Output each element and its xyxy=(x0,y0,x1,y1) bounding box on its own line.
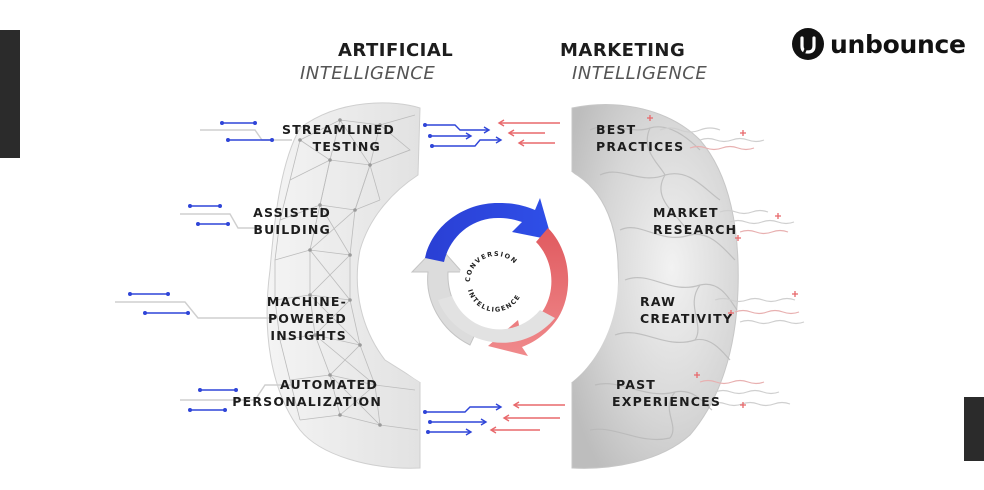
right-item-line2: RESEARCH xyxy=(653,222,738,237)
center-circuit-arrows xyxy=(423,119,565,436)
left-item-automated-personalization: AUTOMATED PERSONALIZATION xyxy=(230,376,382,410)
right-edge-bar xyxy=(964,397,984,461)
left-item-line2: BUILDING xyxy=(253,222,331,237)
left-mesh-hemisphere xyxy=(266,102,421,469)
left-item-line1: ASSISTED xyxy=(253,205,331,220)
center-label-line1: CONVERSION xyxy=(464,250,520,282)
center-label-line2: INTELLIGENCE xyxy=(466,288,522,314)
right-item-past-experiences: PAST EXPERIENCES xyxy=(612,376,732,410)
unbounce-logo[interactable]: unbounce xyxy=(790,24,966,64)
left-heading-line1: ARTIFICIAL xyxy=(338,40,454,61)
conversion-cycle-arrows xyxy=(410,198,569,356)
right-heading-line2: INTELLIGENCE xyxy=(572,63,708,84)
left-item-line2: PERSONALIZATION xyxy=(232,394,382,409)
right-heading-line1: MARKETING xyxy=(560,40,686,61)
right-item-best-practices: BEST PRACTICES xyxy=(596,121,716,155)
left-heading: ARTIFICIAL INTELLIGENCE xyxy=(300,40,454,84)
right-item-line1: BEST xyxy=(596,122,637,137)
right-item-line1: MARKET xyxy=(653,205,719,220)
right-item-line2: PRACTICES xyxy=(596,139,685,154)
left-item-streamlined-testing: STREAMLINED TESTING xyxy=(250,121,395,155)
left-heading-line2: INTELLIGENCE xyxy=(300,63,436,84)
right-item-line1: RAW xyxy=(640,294,677,309)
right-item-raw-creativity: RAW CREATIVITY xyxy=(640,293,750,327)
left-item-line2: TESTING xyxy=(312,139,381,154)
right-wave-lines xyxy=(659,127,805,407)
right-item-line1: PAST xyxy=(616,377,657,392)
left-item-line1: AUTOMATED xyxy=(280,377,378,392)
left-item-assisted-building: ASSISTED BUILDING xyxy=(200,204,331,238)
unbounce-logo-text: unbounce xyxy=(830,29,966,59)
left-item-line2: INSIGHTS xyxy=(270,328,347,343)
left-circuit-lines xyxy=(115,121,292,412)
left-item-line1: MACHINE-POWERED xyxy=(266,294,347,326)
right-item-line2: EXPERIENCES xyxy=(612,394,722,409)
right-heading: MARKETING INTELLIGENCE xyxy=(560,40,710,84)
right-item-line2: CREATIVITY xyxy=(640,311,734,326)
unbounce-logo-icon xyxy=(792,28,824,60)
left-item-machine-powered-insights: MACHINE-POWERED INSIGHTS xyxy=(200,293,347,344)
left-edge-bar xyxy=(0,30,20,158)
right-plus-marks xyxy=(647,115,798,408)
right-item-market-research: MARKET RESEARCH xyxy=(653,204,763,238)
left-item-line1: STREAMLINED xyxy=(282,122,395,137)
